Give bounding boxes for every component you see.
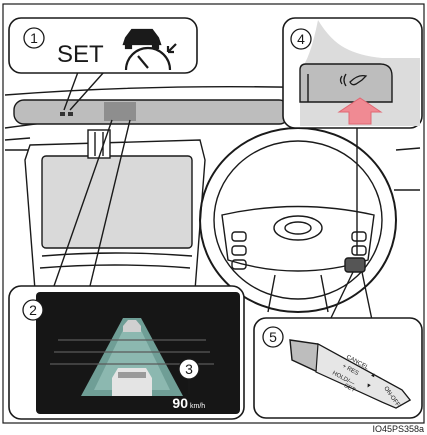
center-screen [42,156,192,248]
callout-4: 4 [297,31,305,47]
set-text: SET [57,41,104,68]
hud-display-area [104,102,136,121]
cruise-switch-highlight [345,258,365,272]
instrument-display-strip [14,100,289,124]
callout-3: 3 [185,361,193,377]
figure-id: IO45PS358a [372,424,424,434]
panel-2-speed-display: 90 km/h 2 3 [9,286,244,419]
panel-4-lever-pull: 4 [283,18,422,128]
callout-2: 2 [29,302,37,318]
panel-5-cruise-lever: CANCEL + RES HOLD/— — SET ON-OFF ▲ ▼ 5 [254,318,422,418]
set-speed-value: 90 [172,395,188,411]
set-speed-unit: km/h [190,403,205,410]
callout-1: 1 [30,30,38,46]
callout-5: 5 [269,329,277,345]
steering-wheel [200,128,396,312]
panel-1-set-indicator: 1 SET [9,18,197,73]
